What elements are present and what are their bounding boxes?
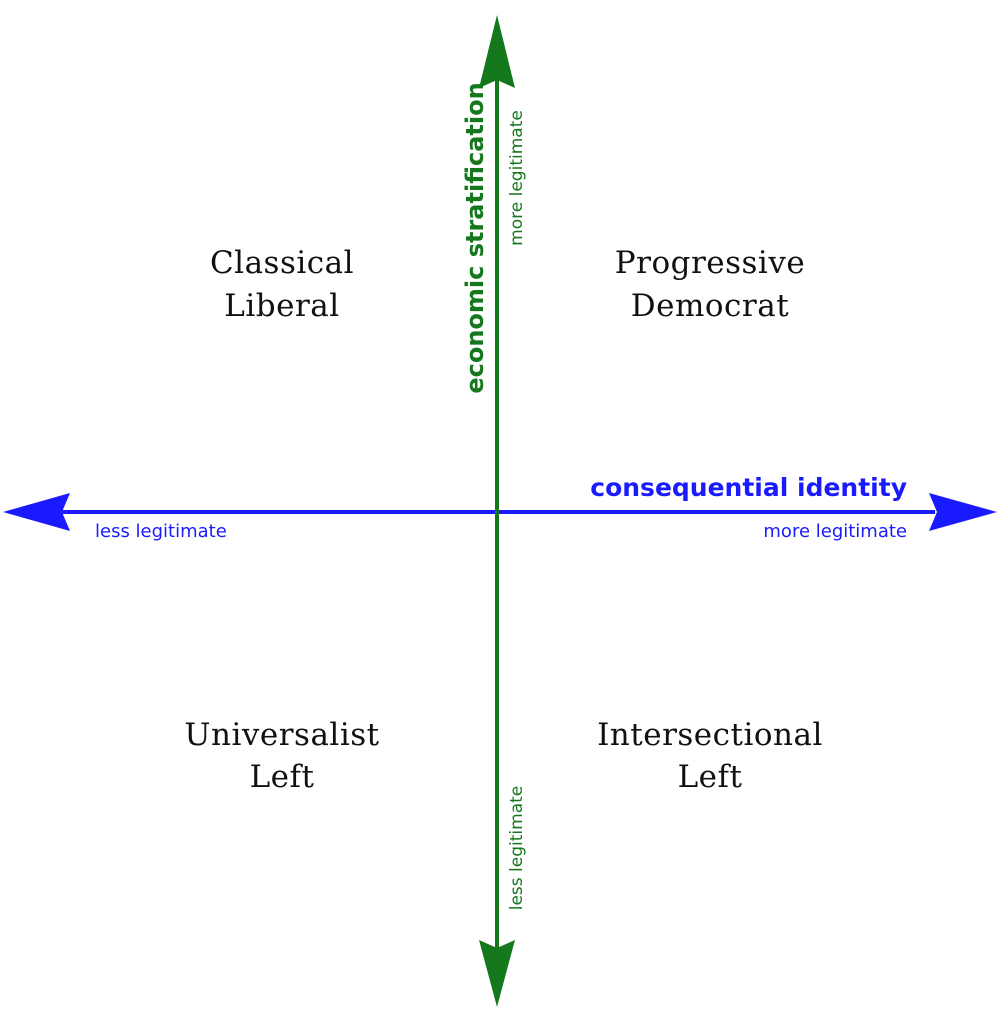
vertical-axis [479,15,515,1007]
quadrant-top-right: Progressive Democrat [615,245,805,324]
horizontal-axis-left-end-label: less legitimate [95,521,227,542]
vertical-axis-title: economic stratification [461,82,489,393]
vertical-axis-bottom-arrowhead [479,940,515,1007]
quadrant-top-left-line2: Liberal [224,288,339,324]
horizontal-axis-right-end-label: more legitimate [763,521,907,542]
quadrant-bottom-right: Intersectional Left [597,717,823,795]
quadrant-bottom-right-line2: Left [678,759,743,795]
quadrant-top-right-line2: Democrat [631,288,789,324]
horizontal-axis-title: consequential identity [590,473,907,502]
horizontal-axis-left-arrowhead [3,493,70,531]
vertical-axis-top-arrowhead [479,15,515,88]
quadrant-bottom-right-line1: Intersectional [597,717,823,753]
vertical-axis-bottom-end-label: less legitimate [507,786,527,911]
quadrant-bottom-left-line1: Universalist [184,717,379,753]
quadrant-top-left-line1: Classical [210,245,354,281]
vertical-axis-top-end-label: more legitimate [507,110,527,246]
quadrant-bottom-left-line2: Left [250,759,315,795]
quadrant-top-right-line1: Progressive [615,245,805,281]
horizontal-axis-right-arrowhead [929,493,997,531]
quadrant-top-left: Classical Liberal [210,245,354,324]
quadrant-bottom-left: Universalist Left [184,717,379,795]
